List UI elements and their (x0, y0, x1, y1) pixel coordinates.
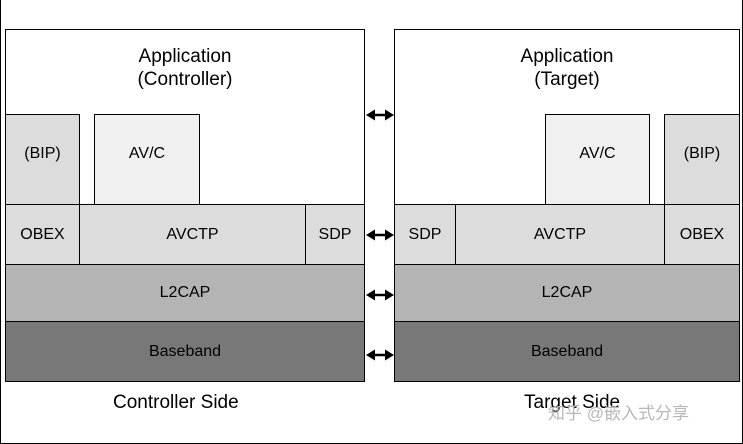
target-sdp-block: SDP (394, 204, 456, 265)
avctp-link-arrow (366, 229, 394, 241)
target-avc-label: AV/C (579, 145, 616, 162)
controller-sdp-block: SDP (305, 204, 365, 265)
controller-obex-label: OBEX (20, 225, 65, 243)
target-avctp-label: AVCTP (533, 225, 587, 243)
controller-avc-label: AV/C (128, 145, 166, 162)
l2cap-link-arrow (366, 289, 394, 301)
controller-avc-block: AV/C (94, 114, 200, 205)
target-obex-label: OBEX (679, 225, 725, 243)
controller-side-caption: Controller Side (113, 392, 239, 413)
target-bip-block: (BIP) (664, 114, 740, 205)
target-application-title: Application (520, 46, 614, 67)
target-baseband-label: Baseband (530, 342, 604, 360)
controller-avctp-label: AVCTP (166, 225, 219, 243)
target-l2cap-block: L2CAP (394, 264, 740, 322)
controller-l2cap-label: L2CAP (159, 284, 211, 301)
baseband-link-arrow (366, 349, 394, 361)
controller-sdp-label: SDP (318, 225, 352, 243)
target-avctp-block: AVCTP (455, 204, 665, 265)
target-bip-label: (BIP) (683, 145, 721, 162)
target-application-role: (Target) (534, 69, 600, 90)
controller-obex-block: OBEX (5, 204, 80, 265)
target-baseband-block: Baseband (394, 321, 740, 382)
controller-avctp-block: AVCTP (79, 204, 306, 265)
target-sdp-label: SDP (408, 225, 442, 243)
target-obex-block: OBEX (664, 204, 740, 265)
target-avc-block: AV/C (545, 114, 650, 205)
target-side-caption: Target Side (524, 392, 621, 413)
controller-application-role: (Controller) (137, 69, 233, 90)
controller-bip-label: (BIP) (24, 145, 61, 162)
target-l2cap-label: L2CAP (541, 284, 593, 301)
application-link-arrow (366, 109, 394, 121)
watermark: 知乎 @嵌入式分享 (548, 404, 689, 423)
controller-application-title: Application (138, 46, 232, 67)
controller-bip-block: (BIP) (5, 114, 80, 205)
controller-baseband-block: Baseband (5, 321, 365, 382)
controller-application-label: Application (Controller) (137, 45, 232, 91)
controller-baseband-label: Baseband (148, 342, 222, 360)
target-application-label: Application (Target) (521, 45, 614, 91)
controller-l2cap-block: L2CAP (5, 264, 365, 322)
